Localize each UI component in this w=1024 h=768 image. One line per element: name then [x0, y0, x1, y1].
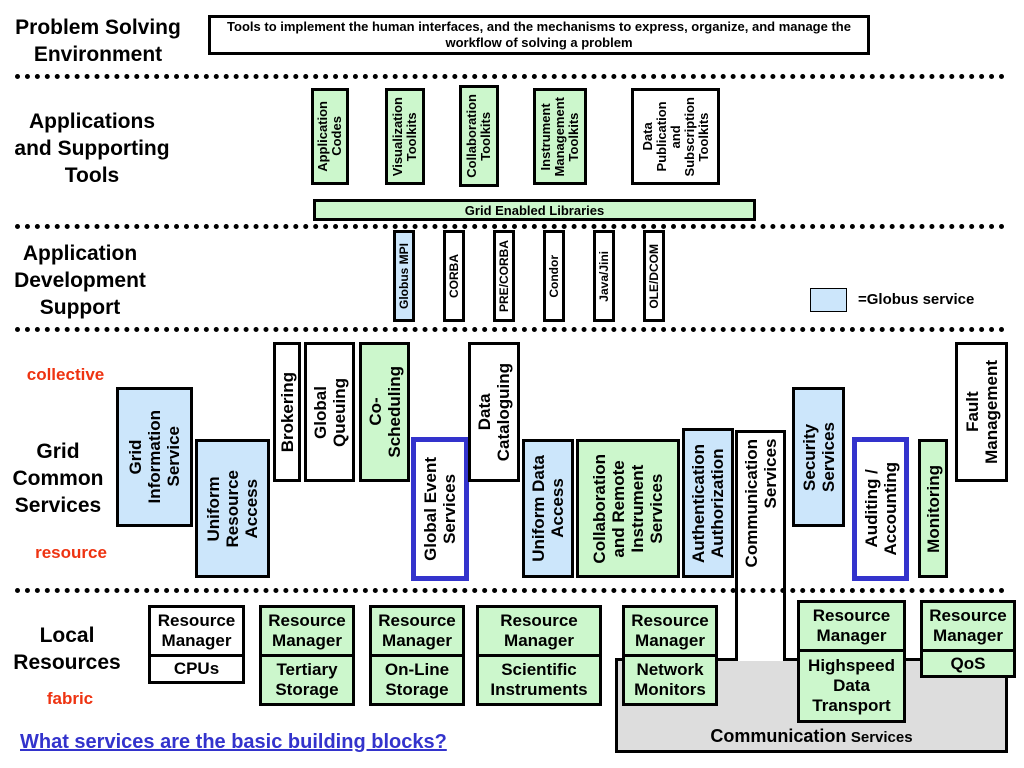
tertiary-storage-box: Tertiary Storage	[259, 654, 355, 706]
authentication-authorization-box: Authentication Authorization	[682, 428, 734, 578]
instrument-management-toolkits-box: Instrument Management Toolkits	[533, 88, 587, 185]
legend-swatch	[810, 288, 847, 312]
grid-common-services-label: Grid Common Services	[12, 440, 104, 517]
security-services-box: Security Services	[792, 387, 845, 527]
scientific-instruments-box: Scientific Instruments	[476, 654, 602, 706]
global-queuing-box: Global Queuing	[304, 342, 355, 482]
network-monitors-box: Network Monitors	[622, 654, 718, 706]
data-publication-toolkits-box: Data Publication and Subscription Toolki…	[631, 88, 720, 185]
problem-solving-description: Tools to implement the human interfaces,…	[208, 15, 870, 55]
resource-manager-box: Resource Manager	[148, 605, 245, 657]
local-resources-label: Local Resources	[13, 624, 121, 674]
resource-manager-box: Resource Manager	[920, 600, 1016, 652]
divider	[15, 327, 1005, 332]
grid-enabled-libraries-box: Grid Enabled Libraries	[313, 199, 756, 221]
visualization-toolkits-box: Visualization Toolkits	[385, 88, 425, 185]
cpus-box: CPUs	[148, 654, 245, 684]
applications-label: Applications and Supporting Tools	[14, 110, 170, 187]
resource-manager-box: Resource Manager	[369, 605, 465, 657]
pre-corba-box: PRE/CORBA	[493, 230, 515, 322]
co-scheduling-box: Co- Scheduling	[359, 342, 410, 482]
collaboration-remote-instrument-box: Collaboration and Remote Instrument Serv…	[576, 439, 680, 578]
legend-text: =Globus service	[858, 291, 975, 308]
divider	[15, 74, 1005, 79]
brokering-box: Brokering	[273, 342, 301, 482]
resource-manager-box: Resource Manager	[797, 600, 906, 652]
java-jini-box: Java/Jini	[593, 230, 615, 322]
highspeed-data-transport-box: Highspeed Data Transport	[797, 649, 906, 723]
grid-information-service-box: Grid Information Service	[116, 387, 193, 527]
divider	[15, 588, 1005, 593]
monitoring-box: Monitoring	[918, 439, 948, 578]
problem-solving-label: Problem Solving Environment	[15, 16, 181, 66]
global-event-services-box: Global Event Services	[411, 437, 469, 581]
data-cataloguing-box: Data Cataloguing	[468, 342, 520, 482]
fault-management-box: Fault Management	[955, 342, 1008, 482]
communication-services-box: Communication Services	[735, 430, 786, 661]
auditing-accounting-box: Auditing / Accounting	[852, 437, 909, 581]
condor-box: Condor	[543, 230, 565, 322]
app-codes-box: Application Codes	[311, 88, 349, 185]
uniform-data-access-box: Uniform Data Access	[522, 439, 574, 578]
online-storage-box: On-Line Storage	[369, 654, 465, 706]
fabric-label: fabric	[46, 689, 94, 708]
communication-word: Communication	[710, 726, 847, 746]
app-dev-support-label: Application Development Support	[14, 242, 146, 319]
resource-label: resource	[35, 543, 107, 562]
qos-box: QoS	[920, 649, 1016, 678]
resource-manager-box: Resource Manager	[476, 605, 602, 657]
uniform-resource-access-box: Uniform Resource Access	[195, 439, 270, 578]
resource-manager-box: Resource Manager	[622, 605, 718, 657]
services-word: Services	[850, 729, 913, 746]
corba-box: CORBA	[443, 230, 465, 322]
divider	[15, 224, 1005, 229]
collective-label: collective	[26, 365, 105, 384]
resource-manager-box: Resource Manager	[259, 605, 355, 657]
communication-services-caption: Communication Services	[618, 726, 1005, 747]
question-link[interactable]: What services are the basic building blo…	[20, 731, 447, 753]
collaboration-toolkits-box: Collaboration Toolkits	[459, 85, 499, 187]
globus-mpi-box: Globus MPI	[393, 230, 415, 322]
ole-dcom-box: OLE/DCOM	[643, 230, 665, 322]
